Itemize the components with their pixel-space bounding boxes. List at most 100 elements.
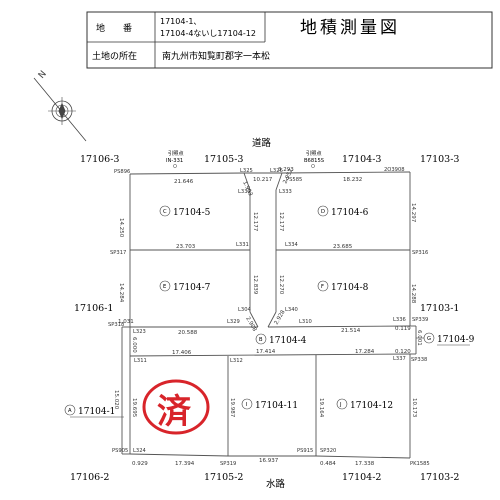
svg-text:10.217: 10.217 [253,177,273,183]
svg-text:17104-4: 17104-4 [269,336,307,346]
svg-text:17104-9: 17104-9 [437,335,475,345]
drawing-title: 地積測量図 [300,18,400,38]
svg-text:21.646: 21.646 [174,179,194,185]
neighbor-lot: 17103-3 [420,154,459,165]
svg-text:C: C [163,209,167,215]
dimension-values: 21.646 10.217 3.293 18.232 14.250 1.993 … [113,167,422,467]
svg-text:B: B [259,337,263,343]
svg-text:L311: L311 [134,358,147,364]
svg-text:12.177: 12.177 [252,212,258,232]
neighbor-lots: 17106-3 17105-3 17104-3 17103-3 17106-1 … [70,154,459,483]
svg-text:6.001: 6.001 [416,330,422,346]
svg-text:SP316: SP316 [412,250,428,256]
lot-d: D 17104-6 [317,205,369,218]
svg-text:I: I [246,402,248,408]
svg-text:PK1585: PK1585 [410,461,430,467]
lot-b: B 17104-4 [255,333,307,346]
svg-text:12.177: 12.177 [278,212,284,232]
header-table: 地 番 17104-1、 17104-4ないし17104-12 土地の所在 南九… [86,11,493,69]
svg-text:L332: L332 [238,189,251,195]
svg-text:L329: L329 [227,319,240,325]
svg-text:N: N [37,69,49,81]
svg-text:SP339: SP339 [412,317,428,323]
road-label-top: 道路 [252,137,272,149]
svg-text:E: E [163,284,166,290]
svg-text:0.484: 0.484 [320,461,336,467]
svg-text:0.120: 0.120 [395,349,411,355]
svg-text:PS585: PS585 [286,177,302,183]
svg-text:3.293: 3.293 [278,167,294,173]
svg-text:0.929: 0.929 [132,461,148,467]
survey-points: PS896 L325 L326 PS585 2O3908 L332 L333 L… [108,167,430,467]
svg-text:14.297: 14.297 [410,203,416,223]
svg-text:L312: L312 [230,358,243,364]
svg-text:16.937: 16.937 [259,458,279,464]
svg-text:12.270: 12.270 [278,275,284,295]
svg-text:12.839: 12.839 [252,275,258,295]
svg-text:L334: L334 [285,242,298,248]
svg-text:引照点: 引照点 [306,149,322,157]
lot-j: J 17104-12 [336,398,393,411]
svg-text:17104-6: 17104-6 [331,208,369,218]
svg-text:2.928: 2.928 [274,309,287,326]
svg-text:2.908: 2.908 [244,316,257,333]
neighbor-lot: 17106-3 [80,154,119,165]
location-value: 南九州市知覧町郡字一本松 [162,50,270,62]
svg-text:SP338: SP338 [411,357,427,363]
svg-text:L337: L337 [393,356,406,362]
lot-a: A 17104-1 [64,404,124,418]
north-compass-icon: N [33,69,87,142]
svg-text:17104-8: 17104-8 [331,283,369,293]
lot-c: C 17104-5 [159,205,211,218]
lot-number-label: 地 番 [96,22,132,34]
svg-text:14.250: 14.250 [118,218,124,238]
neighbor-lot: 17104-2 [342,472,381,483]
svg-text:PS896: PS896 [114,169,130,175]
svg-text:14.284: 14.284 [118,283,124,303]
svg-text:L336: L336 [393,317,406,323]
svg-text:20.588: 20.588 [178,330,198,336]
neighbor-lot: 17103-1 [420,303,459,314]
svg-text:19.164: 19.164 [318,398,324,418]
svg-text:1.031: 1.031 [118,319,134,325]
svg-text:G: G [427,336,431,342]
svg-text:引照点: 引照点 [168,149,184,157]
neighbor-lot: 17105-2 [204,472,243,483]
svg-text:B6815S: B6815S [304,158,324,164]
svg-text:14.288: 14.288 [410,284,416,304]
svg-text:L323: L323 [133,329,146,335]
lot-number-value-line2: 17104-4ないし17104-12 [160,29,256,38]
lot-f: F 17104-8 [317,280,369,293]
svg-text:6.000: 6.000 [131,337,137,353]
svg-text:17104-11: 17104-11 [255,401,298,411]
svg-text:L325: L325 [240,168,253,174]
svg-text:L310: L310 [299,319,312,325]
svg-text:L304: L304 [238,307,251,313]
svg-text:21.514: 21.514 [341,328,361,334]
svg-text:2O3908: 2O3908 [384,167,405,173]
svg-text:23.685: 23.685 [333,244,353,250]
svg-text:17.284: 17.284 [355,349,375,355]
svg-text:17.338: 17.338 [355,461,375,467]
road-label-bottom: 水路 [266,478,286,490]
reference-point-1: 引照点 IN-331 [166,149,184,168]
svg-text:L326: L326 [270,168,283,174]
lot-labels: C 17104-5 D 17104-6 E 17104-7 F 17104-8 … [64,205,475,418]
svg-text:SP318: SP318 [108,322,124,328]
svg-text:SP319: SP319 [220,461,236,467]
svg-text:23.703: 23.703 [176,244,196,250]
neighbor-lot: 17103-2 [420,472,459,483]
neighbor-lot: 17105-3 [204,154,243,165]
svg-text:18.232: 18.232 [343,177,362,183]
svg-text:PS915: PS915 [297,448,313,454]
svg-text:L331: L331 [236,242,249,248]
svg-text:L340: L340 [285,307,298,313]
svg-text:D: D [321,209,325,215]
svg-text:SP320: SP320 [320,448,336,454]
lot-number-value-line1: 17104-1、 [160,17,201,26]
svg-text:17104-1: 17104-1 [78,407,115,417]
svg-text:L324: L324 [133,448,146,454]
svg-text:L333: L333 [279,189,292,195]
location-label: 土地の所在 [92,50,137,62]
